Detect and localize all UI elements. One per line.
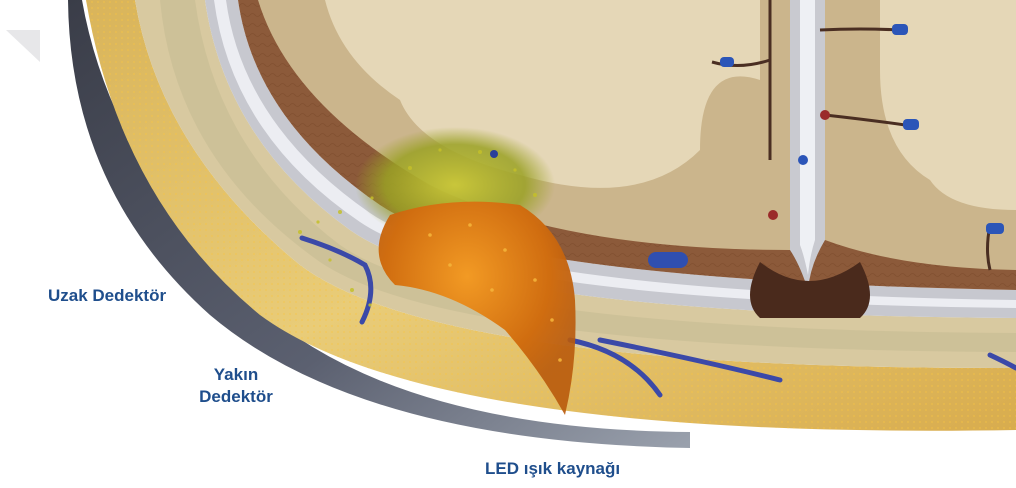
blue-vessel-segment <box>648 252 688 268</box>
light-source-point <box>490 150 498 158</box>
near-detector-label-line1: Yakın <box>196 364 276 386</box>
far-detector-label: Uzak Dedektör <box>48 285 166 307</box>
midline-highlight <box>800 0 815 275</box>
gray-triangle-icon <box>6 30 40 62</box>
led-light-source-label: LED ışık kaynağı <box>485 458 620 480</box>
near-detector-label-line2: Dedektör <box>196 386 276 408</box>
near-detector-label: Yakın Dedektör <box>196 364 276 408</box>
